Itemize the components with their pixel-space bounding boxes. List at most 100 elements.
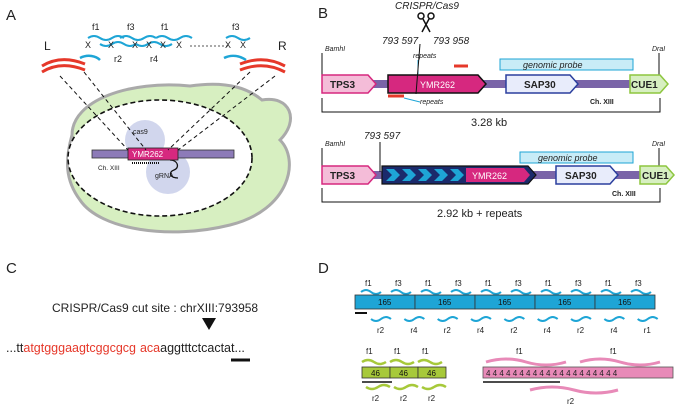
row1-block-label: 165 [378,298,392,307]
row3-block [482,366,674,379]
tps3-label-1: TPS3 [330,80,355,91]
seq-red-2: aca [140,341,160,355]
repeat-row-4: f1 f1 4 4 4 4 4 4 4 4 4 4 4 4 4 4 4 4 4 … [482,347,674,406]
row1-bottom-label: r2 [377,326,385,335]
row1-bottom-label: r4 [410,326,418,335]
row3-wave-bottom [529,385,619,395]
chromosome-label-a: Ch. XIII [98,165,120,172]
panel-c-letter: C [6,260,17,277]
row1-wave-top [420,289,442,295]
row1-wave-top [570,289,592,295]
frag-top-1: f1 [92,22,100,32]
cut-line [415,43,421,95]
row1-block-label: 165 [618,298,632,307]
row1-wave-top [450,289,472,295]
grna-label: gRNA [155,173,174,180]
row2-wave-bottom [393,383,419,391]
row1-wave-bottom [437,316,459,322]
x-mark-2: X [108,40,114,50]
dral-label-1: DraI [652,46,665,53]
genomic-probe-label-2: genomic probe [538,153,598,163]
crispr-label: CRISPR/Cas9 [395,1,459,12]
ymr262-label-1: YMR262 [420,80,455,90]
dash-right-1 [167,71,251,151]
row3-r2: r2 [567,397,575,406]
genomic-probe-label-1: genomic probe [523,60,583,70]
x-mark-8: X [240,40,246,50]
row2-wave-top [389,358,415,366]
row1-wave-bottom [503,316,525,322]
panel-a-letter: A [6,7,16,24]
repeats-pointer-bottom [403,97,421,103]
scissors-icon [417,12,435,33]
coord-793597-2: 793 597 [364,131,401,142]
row3-wave-top-2 [579,357,661,367]
row1-top-label: f1 [365,279,372,288]
row1-bottom-label: r2 [577,326,585,335]
row1-wave-bottom [370,316,392,322]
row1-bottom-label: r4 [477,326,485,335]
repeats-label-top: repeats [413,53,437,60]
right-arm-red-2 [239,64,286,74]
x-mark-4: X [146,40,152,50]
bamhi-label-2: BamhI [325,141,345,148]
x-mark-6: X [176,40,182,50]
row1-block-label: 165 [498,298,512,307]
panel-b-letter: B [318,5,328,22]
frag-top-4: f3 [232,22,240,32]
sap30-label-1: SAP30 [524,80,556,91]
row1-wave-top [540,289,562,295]
coord-793597: 793 597 [382,36,419,47]
size-bracket-2 [321,188,661,203]
cut-site-label: CRISPR/Cas9 cut site : chrXIII:793958 [52,301,258,315]
row3-wave-top-1 [485,357,567,367]
sap30-gene-1 [505,74,580,94]
row1-wave-top [390,289,412,295]
row1-bottom-label: r4 [610,326,618,335]
tps3-gene-1 [321,74,378,94]
row1-bottom-label: r2 [444,326,452,335]
row1-wave-bottom [537,316,559,322]
row3-f1-1: f1 [516,347,523,356]
row1-top-label: f3 [515,279,522,288]
row1-wave-top [360,289,382,295]
x-mark-1: X [85,40,91,50]
cut-arrow-icon [202,318,216,330]
right-arm-label: R [278,39,287,53]
dash-left-1 [59,75,129,151]
row1-block-label: 165 [558,298,572,307]
row1-wave-top [480,289,502,295]
ymr262-box [127,147,179,161]
row2-wave-bottom [421,383,447,391]
left-arm-red [41,58,86,68]
row2-block-label: 46 [427,369,436,378]
frag-wave-4 [225,35,251,41]
size-label-1: 3.28 kb [471,117,507,129]
row1-top-label: f3 [455,279,462,288]
left-arm-blue [79,54,101,61]
x-mark-7: X [225,40,231,50]
row1-top-label: f1 [485,279,492,288]
row2-wave-bottom [365,383,391,391]
row2-bottom-label: r2 [428,394,436,403]
row2-block-label: 46 [399,369,408,378]
panel-c: C CRISPR/Cas9 cut site : chrXIII:793958 … [6,260,258,362]
cue1-label-2: CUE1 [642,171,669,182]
dash-right-2 [177,75,276,151]
row1-top-label: f1 [545,279,552,288]
grna-strand [169,159,179,179]
dral-label-2: DraI [652,141,665,148]
row2-block [417,366,447,379]
row3-block-label: 4 4 4 4 4 4 4 4 4 4 4 4 4 4 4 4 4 4 4 4 [486,369,618,378]
x-mark-3: X [132,40,138,50]
row1-wave-bottom [470,316,492,322]
row1-top-label: f3 [395,279,402,288]
frag-top-2: f3 [127,22,135,32]
left-arm-label: L [44,39,51,53]
x-mark-5: X [160,40,166,50]
